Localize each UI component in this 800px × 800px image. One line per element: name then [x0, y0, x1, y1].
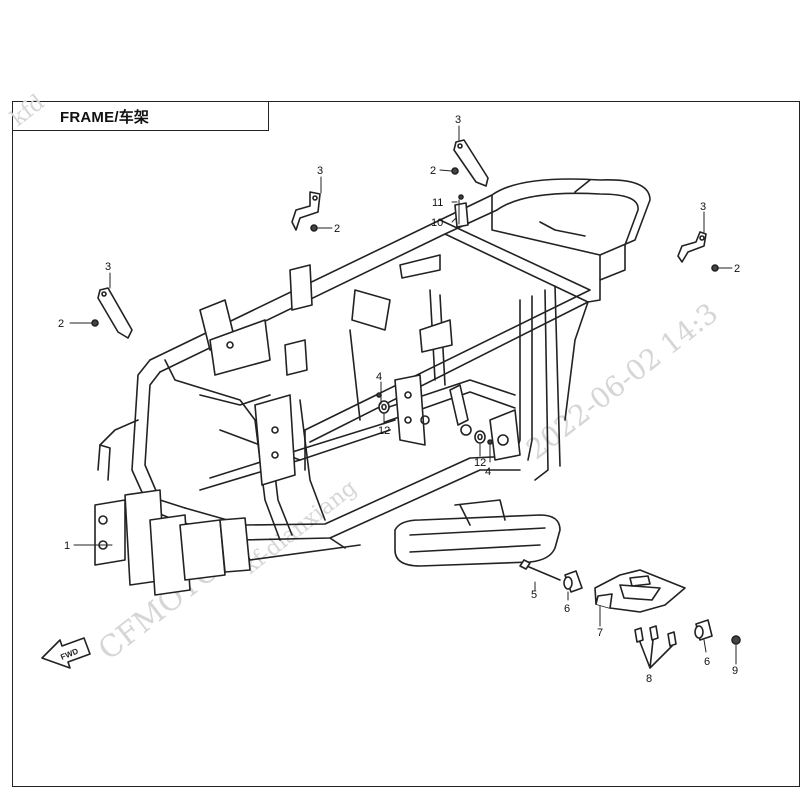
callout-2-upper-mid: 2 — [334, 223, 340, 235]
nut-part-9 — [731, 635, 741, 645]
bracket-part-3-upper-mid — [291, 191, 321, 231]
washer-part-12-right — [474, 430, 486, 444]
callout-10: 10 — [431, 217, 443, 229]
callout-5: 5 — [531, 589, 537, 601]
bushing-part-6-right — [694, 619, 713, 641]
callout-12-right: 12 — [474, 457, 486, 469]
long-bolt-part-5 — [519, 559, 561, 581]
bolt-part-8-set — [634, 625, 677, 669]
callout-8: 8 — [646, 673, 652, 685]
rivet-part-11 — [458, 194, 464, 200]
frame-front-loop — [97, 359, 271, 521]
diagram-title: FRAME/车架 — [60, 109, 150, 126]
skid-bracket-part-7 — [594, 569, 686, 613]
callout-2-rear-right: 2 — [734, 263, 740, 275]
callout-9: 9 — [732, 665, 738, 677]
bushing-part-6-left — [563, 570, 583, 593]
frame-rear-downtubes — [514, 285, 589, 481]
callout-4-mid-left: 4 — [376, 371, 382, 383]
callout-2-rear-top: 2 — [430, 165, 436, 177]
callout-6-right: 6 — [704, 656, 710, 668]
callout-2-front-left: 2 — [58, 318, 64, 330]
clip-part-10 — [454, 202, 469, 228]
bracket-part-3-front-left — [97, 287, 133, 339]
callout-4-mid-right: 4 — [485, 466, 491, 478]
frame-bolt-holes — [98, 341, 509, 550]
frame-rear-rack — [491, 178, 651, 303]
callout-7: 7 — [597, 627, 603, 639]
frame-mount-brackets — [94, 254, 521, 596]
forward-direction-arrow — [41, 637, 91, 669]
callout-3-front-left: 3 — [105, 261, 111, 273]
title-box — [12, 101, 269, 131]
callout-1: 1 — [64, 540, 70, 552]
callout-6-left: 6 — [564, 603, 570, 615]
callout-11: 11 — [432, 197, 443, 209]
callout-3-upper-mid: 3 — [317, 165, 323, 177]
bracket-part-3-rear-right — [677, 231, 707, 263]
bracket-part-3-rear-top — [453, 139, 489, 187]
callout-3-rear-top: 3 — [455, 114, 461, 126]
callout-3-rear-right: 3 — [700, 201, 706, 213]
callout-12-left: 12 — [378, 425, 390, 437]
bolt-part-2-set — [91, 167, 719, 327]
frame-footrest-tray — [394, 499, 561, 567]
leader-lines — [69, 125, 737, 665]
